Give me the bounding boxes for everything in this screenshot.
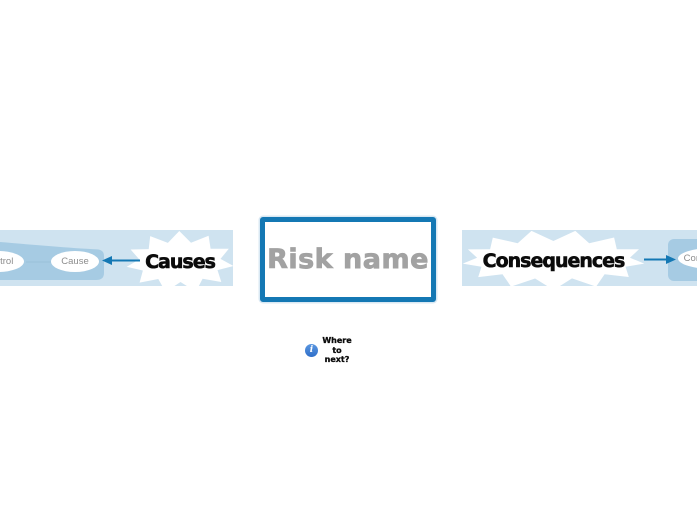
topic-control-label: Control — [0, 256, 14, 267]
topic-consequence[interactable]: Consequence — [678, 248, 697, 269]
where-to-next-hint[interactable]: i Where to next? — [303, 336, 359, 368]
where-to-next-label: Where to next? — [317, 336, 357, 365]
topic-cause-label: Cause — [61, 256, 89, 267]
info-icon[interactable]: i — [305, 344, 318, 357]
hint-line: Where — [322, 336, 352, 345]
topic-cause[interactable]: Cause — [51, 251, 99, 272]
central-risk-topic[interactable]: Risk name — [260, 217, 436, 302]
consequences-label[interactable]: Consequences — [482, 250, 625, 273]
hint-line: to — [332, 345, 342, 355]
causes-starburst[interactable] — [126, 231, 234, 293]
topic-control[interactable]: Control — [0, 251, 24, 272]
consequences-starburst[interactable] — [462, 230, 645, 290]
causes-label[interactable]: Causes — [145, 251, 216, 274]
risk-name-text: Risk name — [267, 244, 429, 276]
hint-line: next? — [324, 355, 350, 364]
topic-consequence-label: Consequence — [683, 253, 697, 264]
